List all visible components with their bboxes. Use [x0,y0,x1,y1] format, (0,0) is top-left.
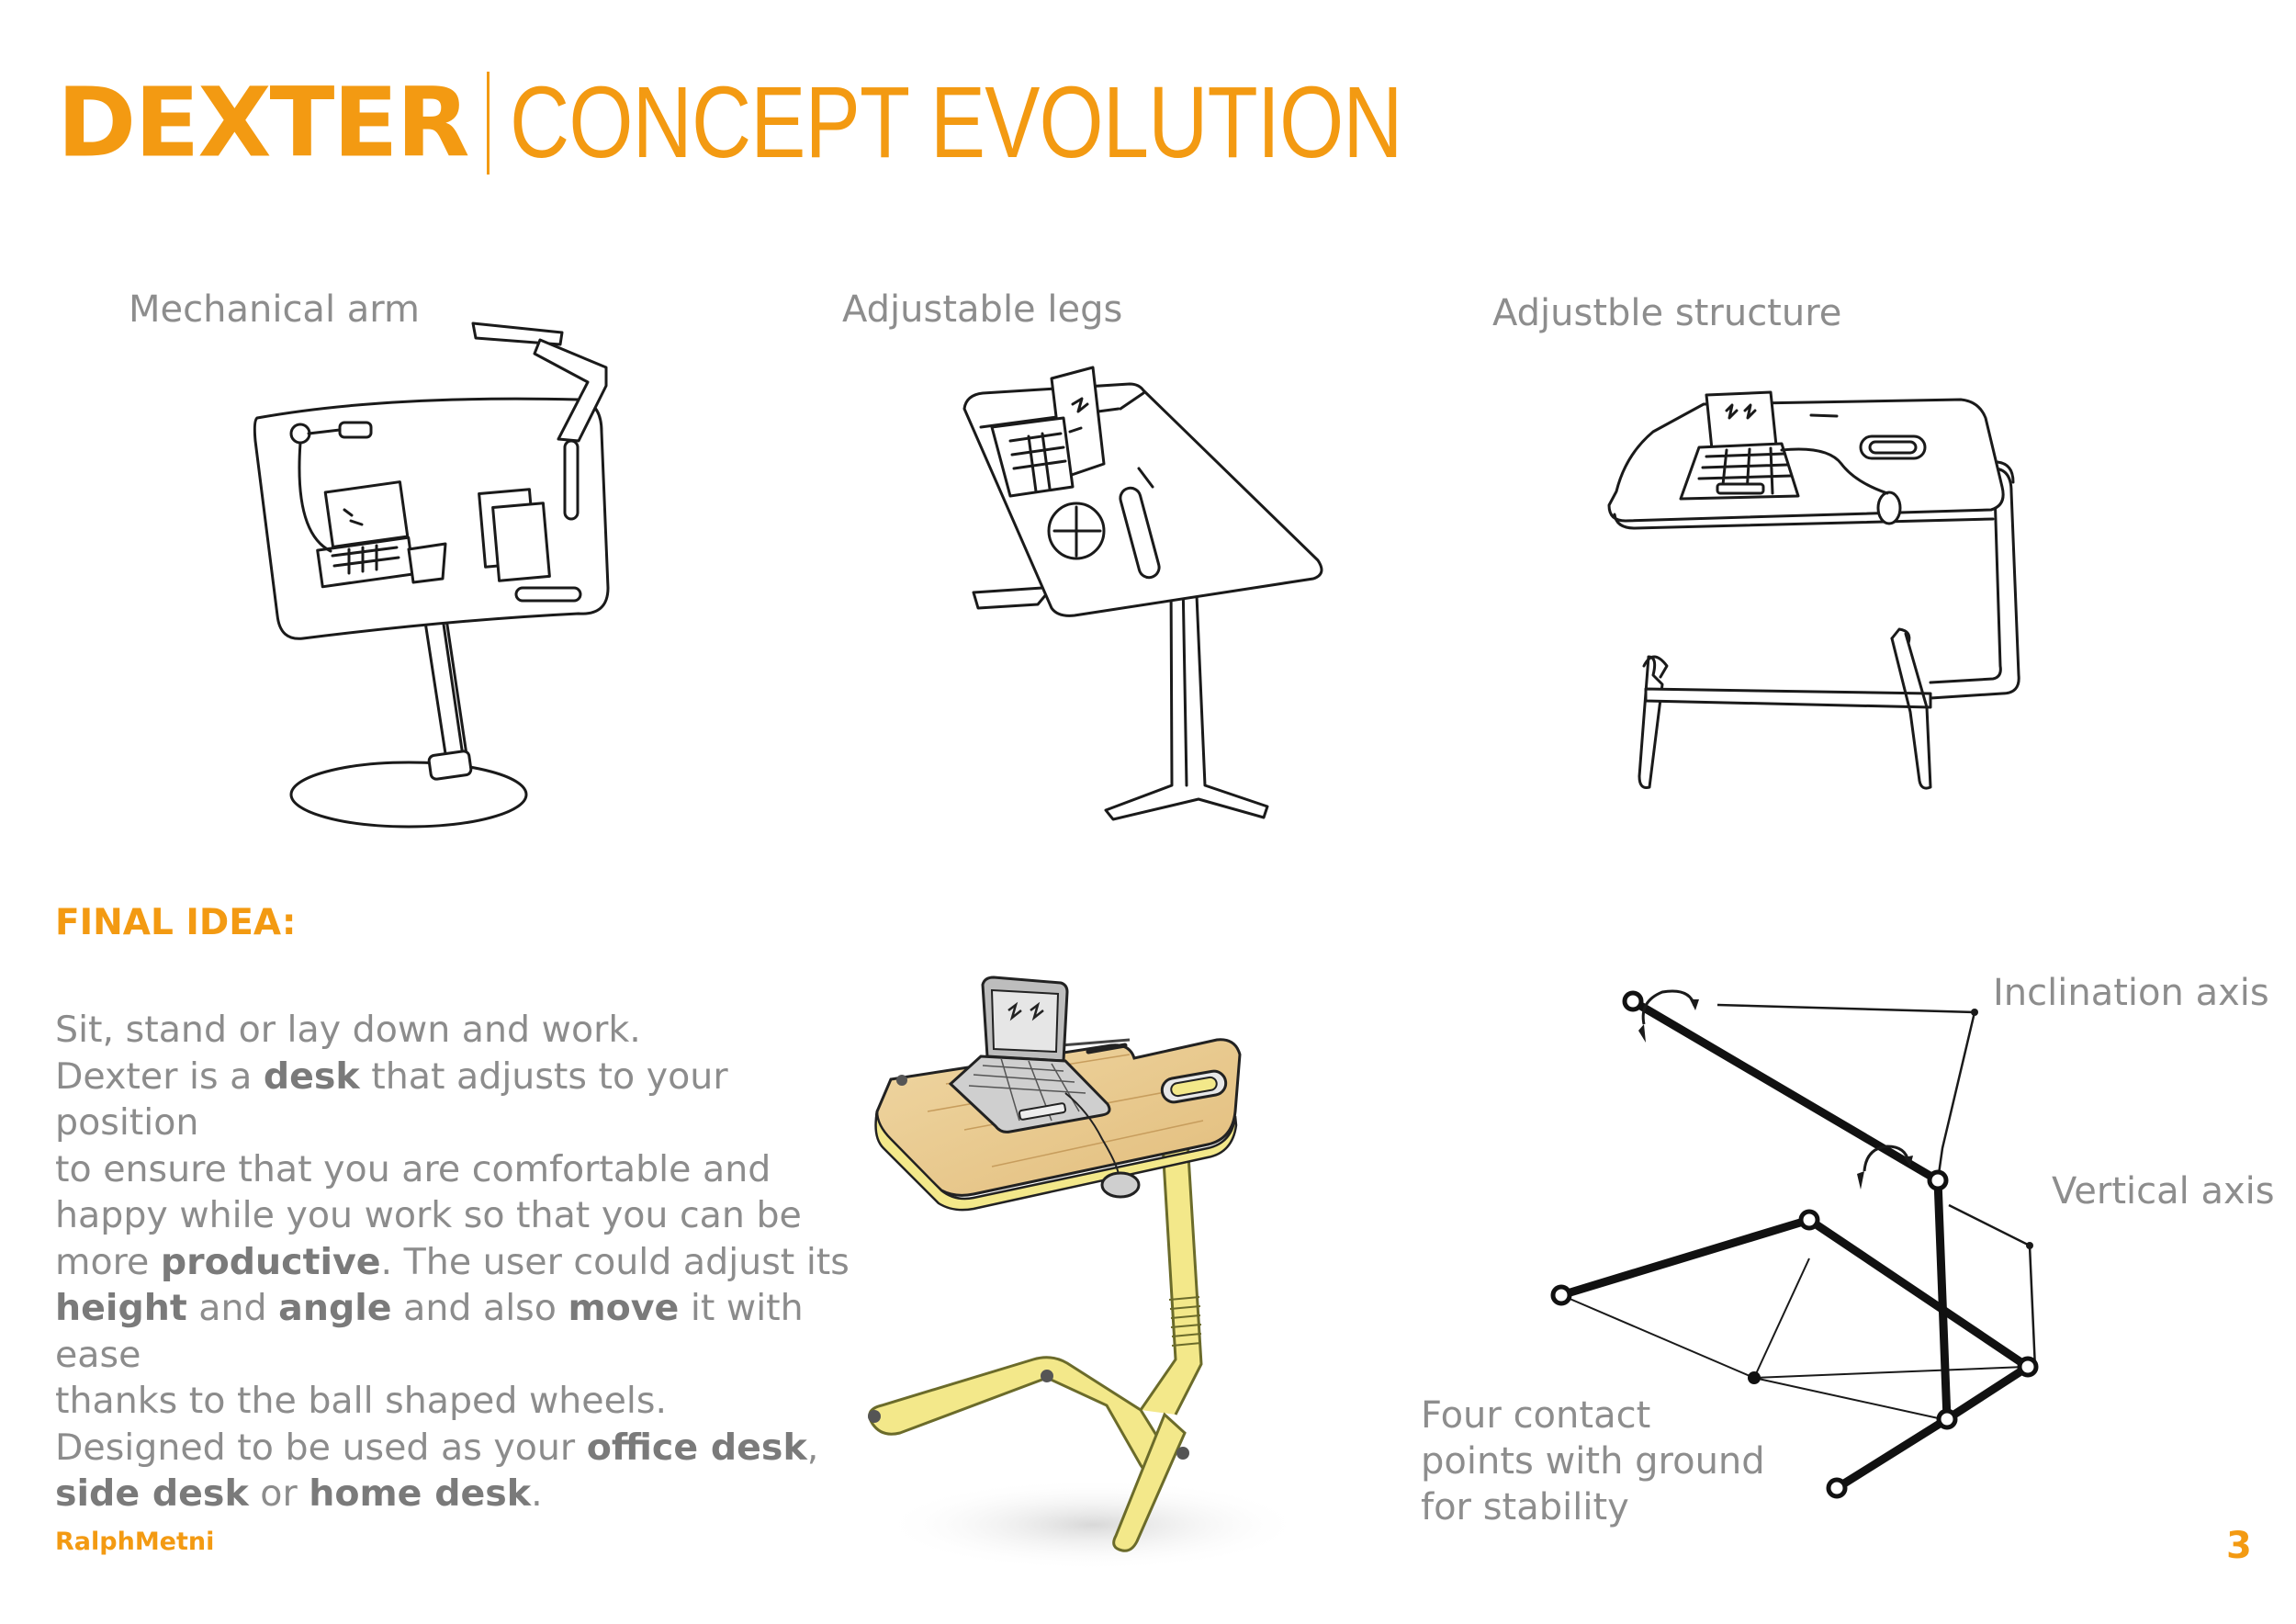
description-line: to ensure that you are comfortable and [55,1146,863,1193]
final-idea-description: Sit, stand or lay down and work.Dexter i… [55,1007,863,1517]
description-text: thanks to the ball shaped wheels. [55,1380,668,1422]
final-desk-render [868,976,1304,1571]
brand-name: DEXTER [57,66,470,179]
description-text: happy while you work so that you can be [55,1194,802,1236]
label-contact-points: Four contact points with ground for stab… [1421,1393,1765,1530]
description-text: more [55,1240,161,1283]
label-inclination-axis: Inclination axis [1993,972,2269,1014]
final-idea-label: FINAL IDEA: [55,902,297,943]
label-vertical-axis: Vertical axis [2052,1170,2275,1212]
description-text: to ensure that you are comfortable and [55,1147,771,1190]
description-text: Dexter is a [55,1054,264,1098]
description-emphasis: move [568,1287,680,1329]
description-text: Designed to be used as your [55,1426,587,1469]
description-line: Dexter is a desk that adjusts to your po… [55,1054,863,1146]
description-emphasis: productive [160,1240,381,1283]
description-line: side desk or home desk. [55,1471,863,1517]
description-text: or [248,1472,310,1515]
contact-line-2: points with ground [1421,1440,1765,1483]
description-line: Sit, stand or lay down and work. [55,1007,863,1054]
description-emphasis: desk [263,1054,360,1098]
description-emphasis: side desk [55,1472,249,1515]
description-text: , [806,1426,819,1469]
caption-adjustable-legs: Adjustable legs [842,288,1123,331]
description-text: and [186,1287,279,1329]
description-line: height and angle and also move it with e… [55,1285,863,1378]
description-text: it with ease [55,1287,804,1376]
description-emphasis: height [55,1287,187,1329]
description-text: . [531,1472,543,1515]
sketch-adjustable-legs [962,366,1323,821]
description-line: thanks to the ball shaped wheels. [55,1378,863,1425]
description-text: Sit, stand or lay down and work. [55,1009,641,1051]
description-line: Designed to be used as your office desk, [55,1425,863,1472]
caption-mechanical-arm: Mechanical arm [129,288,420,331]
caption-adjustable-structure: Adjustble structure [1492,292,1842,334]
contact-line-1: Four contact [1421,1394,1651,1437]
description-emphasis: home desk [309,1472,532,1515]
description-text: and also [391,1287,568,1329]
title-subtitle: CONCEPT EVOLUTION [509,66,1403,179]
description-text: that adjusts to your position [55,1054,728,1145]
page-title: DEXTER CONCEPT EVOLUTION [57,64,1598,193]
description-emphasis: angle [278,1287,392,1329]
axis-diagram [1550,989,2039,1499]
author-name: RalphMetni [55,1528,215,1556]
description-text: . The user could adjust its [380,1240,850,1283]
page-number: 3 [2226,1525,2252,1567]
contact-line-3: for stability [1421,1486,1629,1528]
sketch-mechanical-arm [253,321,610,829]
description-emphasis: office desk [586,1426,807,1469]
description-line: happy while you work so that you can be [55,1192,863,1239]
title-divider [486,71,490,175]
sketch-adjustable-structure [1607,390,2020,790]
description-line: more productive. The user could adjust i… [55,1239,863,1286]
